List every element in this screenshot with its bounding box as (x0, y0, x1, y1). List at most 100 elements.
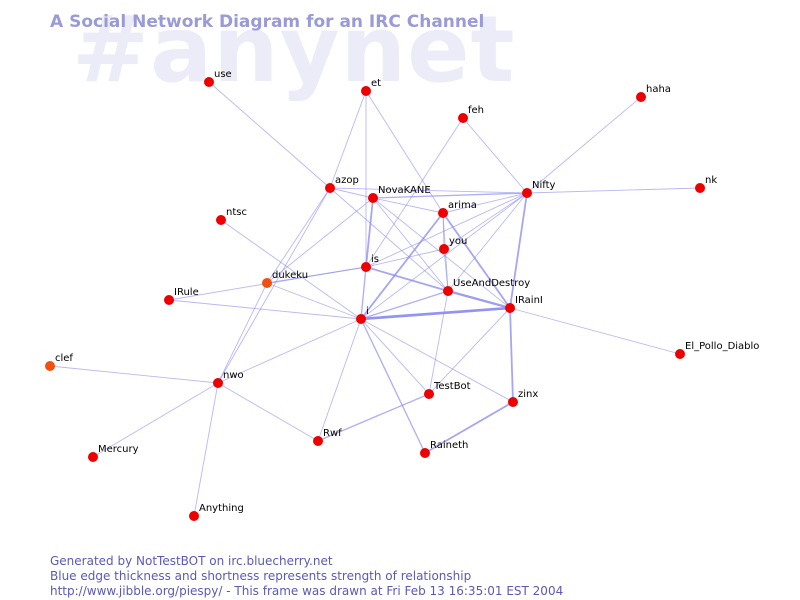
node-dot (508, 397, 518, 407)
node-clef: clef (45, 353, 73, 371)
node-dot (213, 378, 223, 388)
node-Nifty: Nifty (522, 180, 556, 198)
node-label: El_Pollo_Diablo (685, 341, 759, 352)
node-UseAndDestroy: UseAndDestroy (443, 278, 530, 296)
node-dot (695, 183, 705, 193)
node-label: zinx (518, 389, 538, 400)
edge-i-nwo (217, 318, 362, 384)
node-dot (420, 448, 430, 458)
node-dot (45, 361, 55, 371)
node-label: nwo (223, 370, 244, 381)
node-label: arima (448, 200, 477, 211)
node-dot (438, 208, 448, 218)
node-i: i (356, 306, 369, 324)
edge-NovaKANE-UseAndDestroy (372, 197, 449, 292)
edge-nwo-Rwf (217, 382, 319, 442)
node-label: IRainI (515, 295, 543, 306)
node-dot (189, 511, 199, 521)
edge-clef-nwo (49, 365, 219, 384)
edge-haha-Nifty (526, 96, 642, 194)
footer-generated-by: Generated by NotTestBOT on irc.bluecherr… (50, 554, 333, 568)
node-label: feh (468, 105, 484, 116)
node-dot (424, 389, 434, 399)
node-dot (216, 215, 226, 225)
node-label: is (371, 254, 379, 265)
edge-Nifty-IRainI (509, 192, 528, 309)
node-Raineth: Raineth (420, 440, 468, 458)
node-ntsc: ntsc (216, 207, 247, 225)
edge-IRainI-El_Pollo_Diablo (509, 307, 681, 355)
node-dot (262, 278, 272, 288)
edge-et-azop (329, 90, 367, 189)
node-haha: haha (636, 84, 671, 102)
edge-UseAndDestroy-i (360, 290, 449, 320)
edge-NovaKANE-dukeku (266, 197, 374, 284)
node-El_Pollo_Diablo: El_Pollo_Diablo (675, 341, 759, 359)
node-label: Mercury (98, 444, 139, 455)
node-dot (313, 436, 323, 446)
node-dot (368, 193, 378, 203)
edge-IRainI-i (360, 306, 511, 321)
node-dot (356, 314, 366, 324)
edge-IRule-i (168, 299, 362, 320)
node-label: dukeku (272, 270, 308, 281)
edge-i-TestBot (360, 318, 430, 395)
edge-ntsc-i (220, 219, 362, 320)
edge-Nifty-is (365, 192, 528, 268)
node-dot (88, 452, 98, 462)
node-nwo: nwo (213, 370, 244, 388)
edge-feh-is (365, 117, 464, 268)
edge-dukeku-i (266, 282, 362, 320)
node-label: Nifty (532, 180, 556, 191)
edge-IRainI-zinx (509, 307, 514, 403)
edge-you-UseAndDestroy (443, 248, 449, 292)
node-dot (522, 188, 532, 198)
node-label: Raineth (430, 440, 468, 451)
edge-is-i (360, 266, 367, 320)
channel-watermark: #anynet (72, 0, 516, 103)
node-label: NovaKANE (378, 185, 431, 196)
edge-UseAndDestroy-TestBot (428, 290, 449, 395)
node-label: Anything (199, 503, 244, 514)
node-label: i (366, 306, 369, 317)
node-dot (361, 86, 371, 96)
node-NovaKANE: NovaKANE (368, 185, 431, 203)
edge-you-is (365, 248, 445, 268)
node-dot (458, 113, 468, 123)
node-IRule: IRule (164, 287, 199, 305)
node-Mercury: Mercury (88, 444, 139, 462)
edge-i-Rwf (317, 318, 362, 442)
edge-layer (49, 81, 701, 517)
edge-i-Raineth (360, 318, 426, 454)
node-is: is (361, 254, 379, 272)
edge-Nifty-you (443, 192, 528, 250)
edge-nk-Nifty (526, 187, 701, 194)
edge-IRainI-TestBot (428, 307, 511, 395)
node-use: use (204, 69, 232, 87)
node-dukeku: dukeku (262, 270, 308, 288)
edge-arima-IRainI (442, 212, 511, 309)
footer-url-timestamp: http://www.jibble.org/piespy/ - This fra… (50, 584, 564, 598)
node-arima: arima (438, 200, 477, 218)
node-label: et (371, 78, 381, 89)
node-label: azop (335, 175, 359, 186)
edge-dukeku-nwo (217, 282, 268, 384)
edge-azop-Nifty (329, 187, 528, 194)
node-dot (636, 92, 646, 102)
node-Anything: Anything (189, 503, 244, 521)
edge-NovaKANE-arima (372, 197, 444, 214)
node-dot (204, 77, 214, 87)
node-label: IRule (174, 287, 199, 298)
node-label: UseAndDestroy (453, 278, 530, 289)
node-azop: azop (325, 175, 359, 193)
edge-feh-Nifty (462, 117, 528, 194)
edge-azop-UseAndDestroy (329, 187, 449, 292)
edge-azop-dukeku (266, 187, 331, 284)
node-label: TestBot (433, 381, 471, 392)
node-label: use (214, 69, 232, 80)
node-TestBot: TestBot (424, 381, 471, 399)
node-label: haha (646, 84, 671, 95)
node-label: clef (55, 353, 73, 364)
